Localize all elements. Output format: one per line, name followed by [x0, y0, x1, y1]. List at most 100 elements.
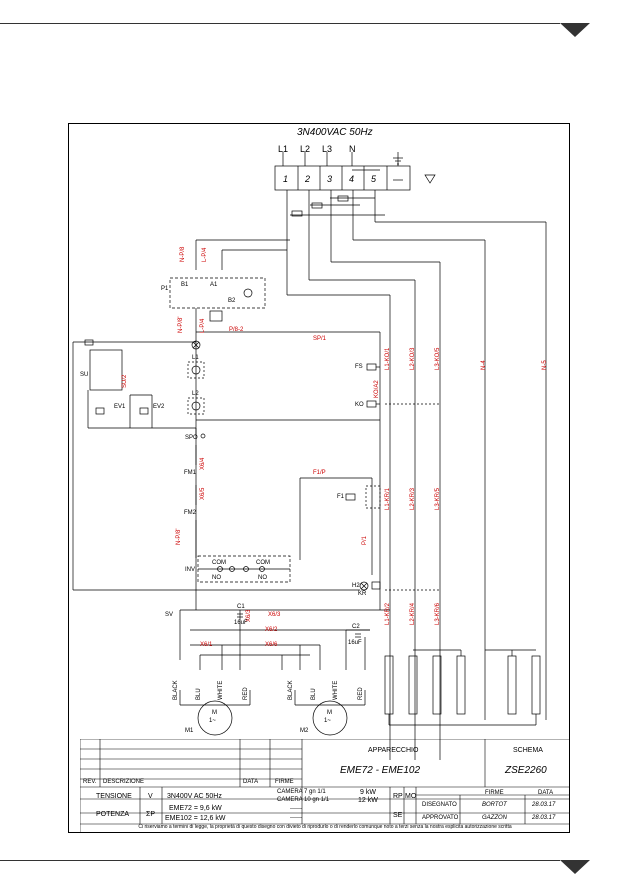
label-ev2: EV2 [153, 404, 165, 410]
label-l2: L2 [192, 391, 199, 397]
wire-label-l1-ko1: L1-KO/1 [385, 347, 391, 370]
data-label: DATA [243, 779, 259, 785]
terminal-4: 4 [349, 174, 355, 184]
header-rule [0, 23, 560, 24]
wire-label-l2-kr4: L2-KR/4 [410, 602, 416, 625]
rp-label: RP [393, 793, 403, 800]
wire-label-x6-6: X6/6 [265, 642, 278, 648]
title-block [80, 739, 570, 833]
m1-wire-white: WHITE [218, 680, 224, 700]
schema-label: SCHEMA [513, 747, 543, 754]
firme-label-2: FIRME [485, 790, 504, 796]
terminal-1: 1 [283, 174, 289, 184]
wire-label-l3-ko5: L3-KO/5 [435, 347, 441, 370]
tensione-label: TENSIONE [96, 793, 132, 800]
data-label-2: DATA [538, 790, 554, 796]
header-triangle-icon [560, 23, 590, 37]
label-fm2: FM2 [184, 510, 196, 516]
label-l1: L1 [192, 355, 199, 361]
rev-label: REV. [83, 779, 97, 785]
label-motor2-m: M [327, 710, 332, 716]
apparecchio-label: APPARECCHIO [368, 747, 419, 754]
se-label: SE [393, 812, 403, 819]
camera-1: CAMERA 7 gn 1/1 [277, 789, 326, 795]
label-inv: INV [185, 567, 196, 573]
label-no-2: NO [258, 575, 267, 581]
wire-label-x6-3: X6/3 [268, 612, 281, 618]
wire-label-l3-kr6: L3-KR/6 [435, 602, 441, 625]
mo-label: MO [405, 793, 417, 800]
wire-label-l2-kr3: L2-KR/3 [410, 487, 416, 510]
wire-label-l2-ko3: L2-KO/3 [410, 347, 416, 370]
footer-triangle-icon [560, 860, 590, 874]
dash-1: ------ [290, 806, 302, 812]
wire-label-l-p4b: L-P/4 [200, 318, 206, 333]
label-c2: C2 [352, 624, 360, 630]
terminal-5: 5 [371, 174, 377, 184]
drawing-frame [68, 123, 570, 833]
label-motor2-phase: 1~ [324, 718, 331, 724]
label-b2: B2 [228, 298, 236, 304]
tensione-unit: V [148, 793, 153, 800]
wire-label-l1-kr2: L1-KR/2 [385, 602, 391, 625]
wire-label-sp1: SP/1 [313, 336, 327, 342]
line-label-l2: L2 [300, 144, 311, 154]
line-label-n: N [349, 144, 356, 154]
potenza-label: POTENZA [96, 811, 130, 818]
label-c1: C1 [237, 604, 245, 610]
label-motor1-m: M [212, 710, 217, 716]
potenza-eme72: EME72 = 9,6 kW [169, 805, 222, 812]
wire-label-n-p8c: N-P/8' [176, 528, 182, 545]
motor-m2-icon [312, 700, 348, 736]
m1-wire-black: BLACK [173, 680, 179, 700]
wire-label-l-p4: L-P/4 [202, 247, 208, 262]
supply-title: 3N400VAC 50Hz [297, 127, 373, 138]
wire-label-ko-a2: KO/A2 [374, 380, 380, 398]
wire-label-l3-kr5: L3-KR/5 [435, 487, 441, 510]
m1-wire-red: RED [243, 687, 249, 700]
wire-label-n4: N-4 [481, 360, 487, 370]
legal-note: Ci riserviamo a termini di legge, la pro… [138, 824, 512, 830]
label-kr: KR [358, 591, 367, 597]
label-a1: A1 [210, 282, 218, 288]
wire-label-n-p8b: N-P/8' [178, 316, 184, 333]
m2-wire-red: RED [358, 687, 364, 700]
approvato-name: GAZZON [482, 815, 507, 821]
label-c2-value: 16uF [348, 640, 362, 646]
dash-2: ------ [290, 815, 302, 821]
label-sv: SV [165, 612, 174, 618]
label-f1: F1 [337, 494, 345, 500]
tensione-value: 3N400V AC 50Hz [167, 793, 222, 800]
wire-label-x6-5: X6/5 [200, 487, 206, 500]
label-c1-value: 16uF [234, 620, 248, 626]
approvato-date: 28.03.17 [532, 815, 556, 821]
disegnato-date: 28.03.17 [532, 802, 556, 808]
label-no-1: NO [212, 575, 221, 581]
disegnato-label: DISEGNATO [422, 802, 457, 808]
label-p1: P1 [161, 286, 169, 292]
m2-wire-black: BLACK [288, 680, 294, 700]
label-m2: M2 [300, 728, 309, 734]
label-fm1: FM1 [184, 470, 196, 476]
line-label-l1: L1 [278, 144, 289, 154]
label-ko: KO [355, 402, 364, 408]
motor-m1-icon [197, 700, 233, 736]
label-m1: M1 [185, 728, 194, 734]
wire-label-x6-4: X6/4 [200, 457, 206, 470]
approvato-label: APPROVATO [422, 815, 459, 821]
apparecchio-value: EME72 - EME102 [340, 765, 421, 776]
wire-label-p1: P/1 [362, 535, 368, 545]
camera-2: CAMERA 10 gn 1/1 [277, 797, 330, 803]
terminal-block [274, 165, 411, 191]
label-motor1-phase: 1~ [209, 718, 216, 724]
label-com-1: COM [212, 560, 226, 566]
wire-label-f1p: F1/P [313, 470, 326, 476]
wire-label-p8-2: P/8-2 [229, 327, 244, 333]
label-fs: FS [355, 364, 363, 370]
wire-label-n-p8: N-P/8 [180, 246, 186, 262]
wire-label-x6-2: X6/2 [265, 627, 278, 633]
m2-wire-blu: BLU [311, 688, 317, 700]
label-com-2: COM [256, 560, 270, 566]
wire-label-l1-kr1: L1-KR/1 [385, 487, 391, 510]
